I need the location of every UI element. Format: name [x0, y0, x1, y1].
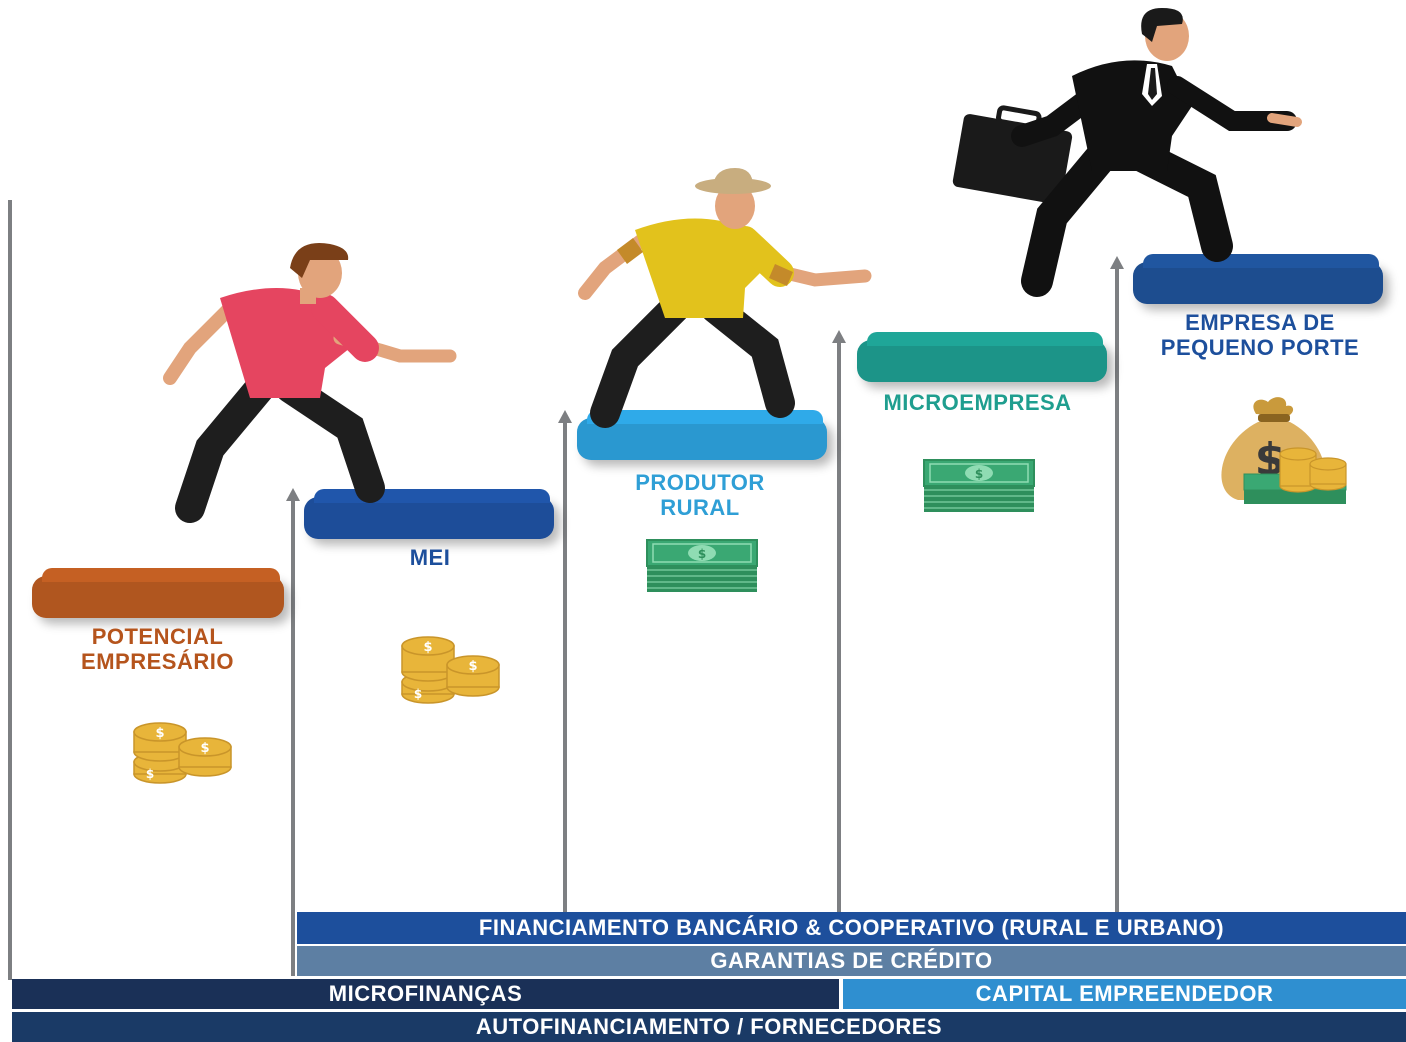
- svg-text:$: $: [146, 767, 154, 781]
- money-bag-icon: $: [1221, 397, 1347, 504]
- step-microempresa: [857, 340, 1107, 382]
- coins-icon: $ $ $: [133, 722, 232, 784]
- guide-arrow-microempresa: [832, 330, 846, 343]
- svg-text:$: $: [423, 640, 432, 655]
- label-potencial: POTENCIAL EMPRESÁRIO: [81, 624, 234, 674]
- coins-icon: $ $ $: [401, 636, 500, 704]
- guide-line-epp: [1115, 268, 1119, 912]
- running-man-icon: [163, 243, 457, 523]
- step-mei: [304, 497, 554, 539]
- svg-text:$: $: [468, 659, 477, 674]
- bar-autofinanciamento: AUTOFINANCIAMENTO / FORNECEDORES: [12, 1012, 1406, 1042]
- svg-text:$: $: [975, 467, 983, 481]
- label-microempresa: MICROEMPRESA: [883, 390, 1072, 415]
- farmer-icon: [578, 168, 872, 428]
- guide-arrow-epp: [1110, 256, 1124, 269]
- bar-capital: CAPITAL EMPREENDEDOR: [843, 979, 1406, 1009]
- step-produtor: [577, 418, 827, 460]
- bar-microfinancas: MICROFINANÇAS: [12, 979, 839, 1009]
- bar-financiamento: FINANCIAMENTO BANCÁRIO & COOPERATIVO (RU…: [297, 912, 1406, 944]
- label-mei: MEI: [409, 545, 451, 570]
- axis-line: [8, 200, 12, 980]
- guide-arrow-mei: [286, 488, 300, 501]
- guide-line-produtor: [563, 422, 567, 912]
- banknotes-icon: $: [923, 459, 1035, 512]
- label-produtor: PRODUTOR RURAL: [635, 470, 765, 520]
- svg-text:$: $: [698, 547, 706, 561]
- guide-line-mei: [291, 500, 295, 976]
- businessman-icon: [952, 8, 1302, 297]
- banknotes-icon: $: [646, 539, 758, 592]
- bar-garantias: GARANTIAS DE CRÉDITO: [297, 946, 1406, 976]
- step-epp: [1133, 262, 1383, 304]
- svg-text:$: $: [200, 741, 209, 756]
- label-epp: EMPRESA DE PEQUENO PORTE: [1160, 310, 1360, 360]
- svg-text:$: $: [414, 687, 422, 701]
- guide-line-microempresa: [837, 342, 841, 912]
- step-potencial: [32, 576, 284, 618]
- guide-arrow-produtor: [558, 410, 572, 423]
- svg-text:$: $: [155, 726, 164, 741]
